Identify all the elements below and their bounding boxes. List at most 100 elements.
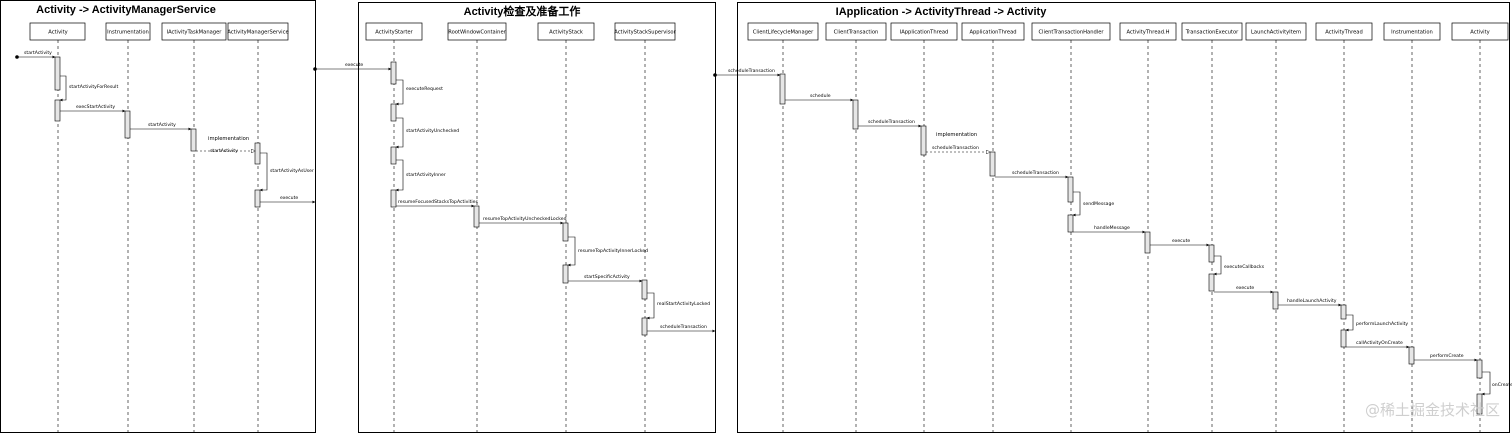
activation-bar xyxy=(390,61,397,85)
self-call-arrow xyxy=(395,159,404,192)
self-call-arrow xyxy=(567,236,576,267)
lane-header-transactionexecutor[interactable]: TransactionExecutor xyxy=(1181,22,1243,41)
activation-bar xyxy=(54,99,61,122)
message-label: startActivity xyxy=(148,122,176,128)
lane-header-iactivitytaskmanager[interactable]: IActivityTaskManager xyxy=(161,22,227,41)
svg-text:RootWindowContainer: RootWindowContainer xyxy=(448,30,506,36)
lane-header-clientlifecyclemanager[interactable]: ClientLifecycleManager xyxy=(747,22,819,41)
frame-title: Activity -> ActivityManagerService xyxy=(36,4,216,16)
activation-bar xyxy=(390,146,397,165)
lane-header-iapplicationthread[interactable]: IApplicationThread xyxy=(890,22,958,41)
activation-bar xyxy=(852,99,859,130)
svg-text:ActivityManagerService: ActivityManagerService xyxy=(227,30,288,36)
activation-bar xyxy=(641,279,648,300)
activation-bar xyxy=(1208,273,1215,292)
message-label: scheduleTransaction xyxy=(728,68,775,74)
message-label: execute xyxy=(1172,238,1190,244)
message-label: executeRequest xyxy=(406,86,443,92)
message-label: sendMessage xyxy=(1083,201,1114,207)
activation-bar xyxy=(779,73,786,105)
svg-text:LaunchActivityItem: LaunchActivityItem xyxy=(1251,30,1301,36)
svg-text:ActivityStack: ActivityStack xyxy=(549,30,583,36)
self-call-arrow xyxy=(395,117,404,149)
activation-bar xyxy=(254,142,261,165)
lane-header-activity[interactable]: Activity xyxy=(29,22,86,41)
message-label: startActivityForResult xyxy=(69,84,118,90)
message-label: resumeFocusedStacksTopActivities xyxy=(398,199,479,205)
message-label: startActivityUnchecked xyxy=(406,128,459,134)
message-label: handleLaunchActivity xyxy=(1287,298,1337,304)
lane-header-instrumentation[interactable]: Instrumentation xyxy=(105,22,151,41)
lane-header-activitythread[interactable]: ActivityThread xyxy=(1315,22,1373,41)
lane-header-clienttransaction[interactable]: ClientTransaction xyxy=(825,22,887,41)
svg-text:Activity: Activity xyxy=(48,30,67,36)
message-label: scheduleTransaction xyxy=(1012,170,1059,176)
self-call-arrow xyxy=(1345,314,1354,332)
lane-header-applicationthread[interactable]: ApplicationThread xyxy=(961,22,1025,41)
activation-bar xyxy=(1067,214,1074,233)
activation-bar xyxy=(1208,244,1215,263)
svg-text:Instrumentation: Instrumentation xyxy=(1391,30,1433,36)
lane-header-activity-2[interactable]: Activity xyxy=(1451,22,1509,41)
activation-bar xyxy=(54,56,61,91)
lane-header-activitythread-h[interactable]: ActivityThread.H xyxy=(1119,22,1177,41)
svg-text:IApplicationThread: IApplicationThread xyxy=(900,30,949,36)
activation-bar xyxy=(1476,359,1483,379)
lane-header-rootwindowcontainer[interactable]: RootWindowContainer xyxy=(447,22,507,41)
frame-border xyxy=(737,2,1510,433)
svg-text:Instrumentation: Instrumentation xyxy=(107,30,149,36)
lane-header-instrumentation-2[interactable]: Instrumentation xyxy=(1383,22,1441,41)
svg-text:TransactionExecutor: TransactionExecutor xyxy=(1185,30,1239,36)
svg-text:ClientTransaction: ClientTransaction xyxy=(834,30,879,36)
self-call-arrow xyxy=(1481,371,1491,396)
activation-bar xyxy=(473,205,480,228)
frame-activity-check: Activity检查及准备工作 ActivityStarter RootWind… xyxy=(313,2,716,433)
activation-bar xyxy=(562,264,569,284)
message-label: startSpecificActivity xyxy=(584,274,630,280)
activation-bar xyxy=(390,189,397,208)
message-label: startActivity xyxy=(24,50,52,56)
frame-activity-to-ams: Activity -> ActivityManagerService Activ… xyxy=(0,0,316,433)
lane-header-activitystack[interactable]: ActivityStack xyxy=(537,22,595,41)
activation-bar xyxy=(1144,231,1151,254)
message-label: scheduleTransaction xyxy=(660,324,707,330)
activation-bar xyxy=(390,103,397,122)
message-label: performCreate xyxy=(1430,353,1464,359)
lane-header-clienttransactionhandler[interactable]: ClientTransactionHandler xyxy=(1031,22,1111,41)
activation-bar xyxy=(920,125,927,156)
message-label: scheduleTransaction xyxy=(932,145,979,151)
self-call-arrow xyxy=(395,79,404,106)
frame-border xyxy=(0,0,316,433)
activation-bar xyxy=(989,151,996,177)
message-label: startActivityInner xyxy=(406,172,446,178)
frame-title: IApplication -> ActivityThread -> Activi… xyxy=(836,6,1048,18)
frame-border xyxy=(358,2,716,433)
message-label: schedule xyxy=(810,93,831,99)
svg-text:ActivityThread: ActivityThread xyxy=(1325,30,1363,36)
activation-bar xyxy=(124,110,131,139)
activation-bar xyxy=(562,222,569,242)
message-label: executeCallbacks xyxy=(1224,264,1265,270)
activation-bar xyxy=(1476,393,1483,415)
lane-header-launchactivityitem[interactable]: LaunchActivityItem xyxy=(1245,22,1307,41)
self-call-arrow xyxy=(1213,255,1222,276)
svg-text:IActivityTaskManager: IActivityTaskManager xyxy=(167,30,223,36)
message-label: handleMessage xyxy=(1094,225,1130,231)
watermark: @稀土掘金技术社区 xyxy=(1365,401,1500,419)
lane-header-activitymanagerservice[interactable]: ActivityManagerService xyxy=(227,22,289,41)
svg-text:ActivityStackSupervisor: ActivityStackSupervisor xyxy=(614,30,676,36)
message-label: execute xyxy=(345,62,363,68)
lane-header-activitystacksupervisor[interactable]: ActivityStackSupervisor xyxy=(614,22,677,41)
frame-iapplication-to-activity: IApplication -> ActivityThread -> Activi… xyxy=(713,2,1512,433)
activation-bar xyxy=(1408,346,1415,365)
message-label: resumeTopActivityInnerLocked xyxy=(578,248,648,254)
message-label: onCreate xyxy=(1492,382,1512,388)
activation-bar xyxy=(1340,304,1347,320)
message-label: startActivityAsUser xyxy=(270,168,314,174)
message-label: execute xyxy=(1236,285,1254,291)
message-label: execStartActivity xyxy=(76,104,115,110)
svg-text:ActivityStarter: ActivityStarter xyxy=(375,30,413,36)
activation-bar xyxy=(641,317,648,336)
self-call-arrow xyxy=(646,292,655,320)
lane-header-activitystarter[interactable]: ActivityStarter xyxy=(365,22,423,41)
